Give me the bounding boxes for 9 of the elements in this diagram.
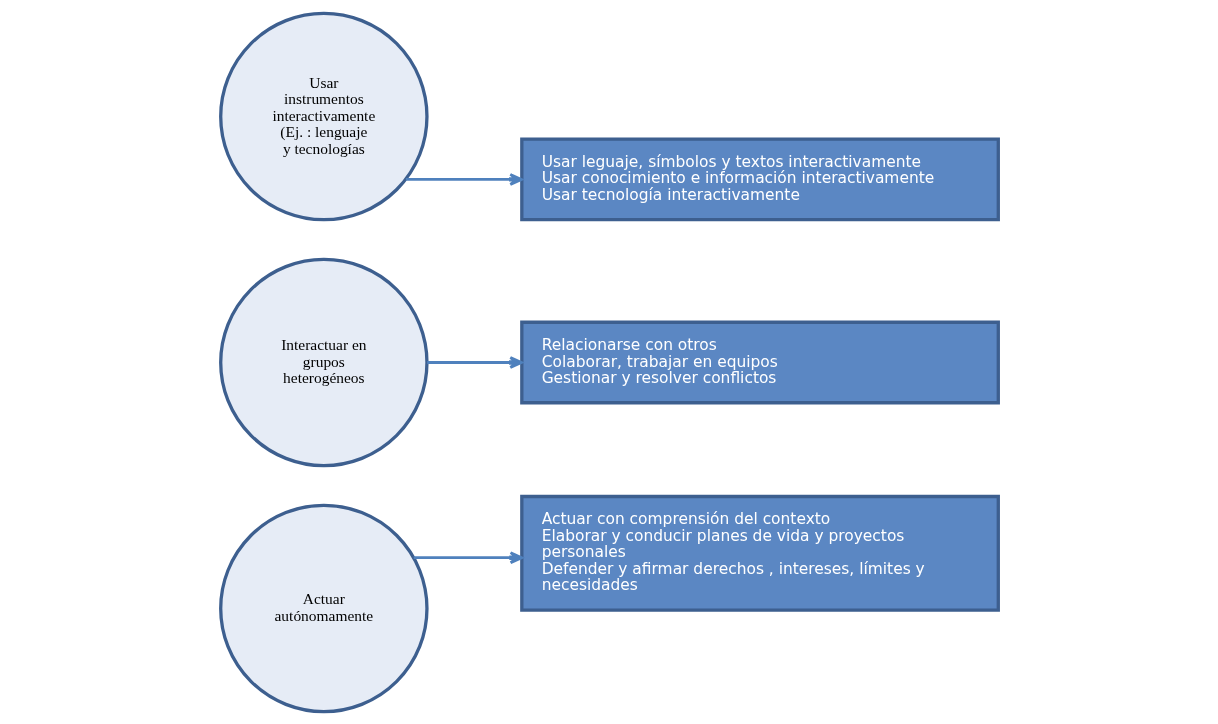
node-circle: Actuar autónomamente bbox=[218, 503, 429, 713]
arrow bbox=[405, 172, 523, 186]
arrow bbox=[426, 355, 523, 369]
node-box: Usar leguaje, símbolos y textos interactivamente Usar conocimiento e información interactivamente Usar tecnología interactivamente bbox=[519, 137, 1000, 221]
node-box: Actuar con comprensión del contexto Elaborar y conducir planes de vida y proyectos personales Defender y afirmar derechos , intereses, límites y necesidades bbox=[519, 494, 1000, 612]
node-circle: Usar instrumentos interactivamente (Ej. : lenguaje y tecnologías bbox=[218, 11, 429, 221]
node-circle: Interactuar en grupos heterogéneos bbox=[218, 257, 429, 467]
arrow bbox=[413, 550, 523, 564]
node-box: Relacionarse con otros Colaborar, trabajar en equipos Gestionar y resolver conflictos bbox=[519, 320, 1000, 404]
